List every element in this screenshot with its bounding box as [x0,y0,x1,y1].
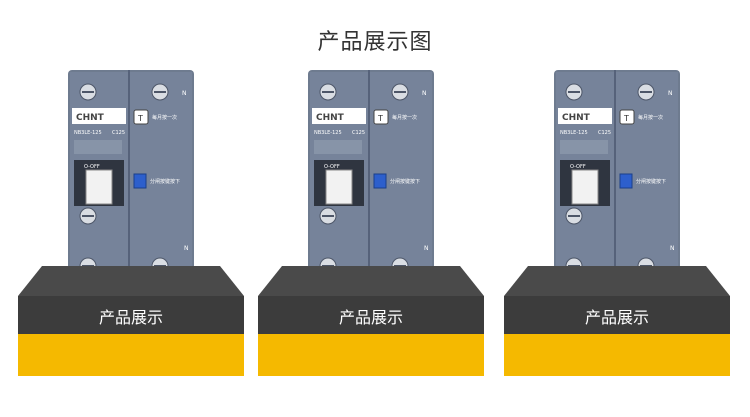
plinth-label: 产品展示 [98,308,163,327]
svg-text:分闸按键按下: 分闸按键按下 [636,178,666,185]
svg-text:C125: C125 [112,130,125,136]
svg-text:NB3LE-125: NB3LE-125 [314,130,342,136]
pedestal [504,266,730,376]
product-display-3: N CHNT NB3LE-125 C125 T 每月按一次 O-OFF 分闸按键… [504,70,730,380]
brand-logo: CHNT [76,113,105,123]
pedestal [18,266,244,376]
svg-text:N: N [668,90,673,97]
svg-text:分闸按键按下: 分闸按键按下 [150,178,180,185]
svg-text:N: N [424,245,429,252]
plinth-label: 产品展示 [338,308,403,327]
svg-text:N: N [670,245,675,252]
breaker-illustration: N CHNT NB3LE-125 C125 T 每月按一次 O-OFF 分闸按键… [308,70,434,290]
test-button: T [377,114,383,123]
svg-text:O-OFF: O-OFF [324,164,340,170]
breaker-illustration: N CHNT NB3LE-125 C125 T 每月按一次 O-OFF 分闸按键… [68,70,194,290]
breaker-illustration: N CHNT NB3LE-125 C125 T 每月按一次 O-OFF 分闸按键… [554,70,680,290]
brand-logo: CHNT [562,113,591,123]
brand-logo: CHNT [316,113,345,123]
page-title: 产品展示图 [317,30,433,55]
svg-text:C125: C125 [598,130,611,136]
svg-text:N: N [182,90,187,97]
svg-text:NB3LE-125: NB3LE-125 [74,130,102,136]
plinth-label: 产品展示 [584,308,649,327]
product-display-2: N CHNT NB3LE-125 C125 T 每月按一次 O-OFF 分闸按键… [258,70,484,380]
svg-text:N: N [422,90,427,97]
svg-text:NB3LE-125: NB3LE-125 [560,130,588,136]
svg-text:每月按一次: 每月按一次 [392,114,417,121]
pedestal [258,266,484,376]
svg-text:分闸按键按下: 分闸按键按下 [390,178,420,185]
product-display-1: N CHNT NB3LE-125 C125 T 每月按一次 O-OFF 分闸按键… [18,70,244,380]
svg-text:每月按一次: 每月按一次 [152,114,177,121]
svg-text:N: N [184,245,189,252]
svg-text:C125: C125 [352,130,365,136]
test-button: T [623,114,629,123]
svg-text:O-OFF: O-OFF [570,164,586,170]
svg-text:O-OFF: O-OFF [84,164,100,170]
svg-text:每月按一次: 每月按一次 [638,114,663,121]
test-button: T [137,114,143,123]
